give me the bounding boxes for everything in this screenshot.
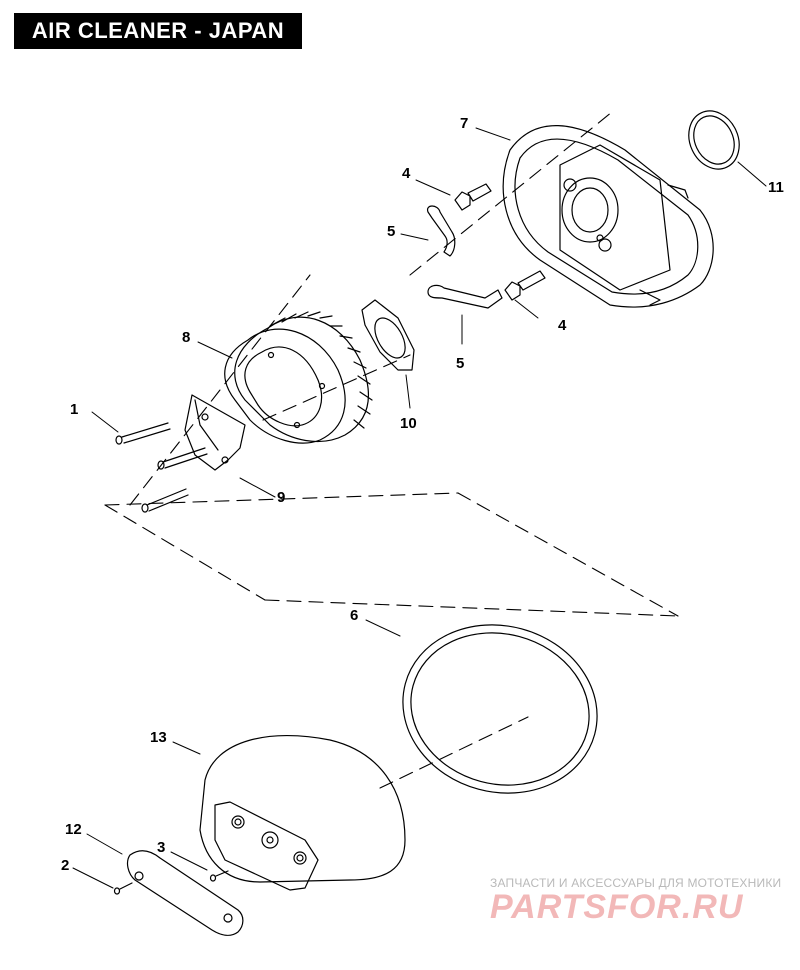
part-1-screw-bottom xyxy=(141,488,189,513)
callout-5-lower: 5 xyxy=(456,355,464,372)
part-7-backplate xyxy=(502,125,714,308)
part-13-cover xyxy=(199,734,406,891)
part-6-seal-ring xyxy=(402,624,598,794)
part-9-bracket xyxy=(184,394,246,471)
callout-2: 2 xyxy=(61,857,69,874)
diagram-title: AIR CLEANER - JAPAN xyxy=(14,13,302,49)
callout-leader-lines xyxy=(72,127,767,889)
part-1-screw-top xyxy=(115,422,171,445)
part-11-ring xyxy=(688,110,740,170)
callout-5-upper: 5 xyxy=(387,223,395,240)
part-10-gasket xyxy=(361,299,415,371)
part-8-filter-element xyxy=(224,311,373,444)
callout-10: 10 xyxy=(400,415,417,432)
part-2-screw xyxy=(113,882,133,895)
callout-7: 7 xyxy=(460,115,468,132)
watermark-subtitle: ЗАПЧАСТИ И АКСЕССУАРЫ ДЛЯ МОТОТЕХНИКИ xyxy=(490,876,782,890)
assembly-guide-lines xyxy=(104,111,679,789)
callout-6: 6 xyxy=(350,607,358,624)
diagram-title-text: AIR CLEANER - JAPAN xyxy=(31,18,285,43)
part-5-hose-lower xyxy=(427,284,503,309)
part-4-breather-bolt-upper xyxy=(454,183,492,211)
callout-4-lower: 4 xyxy=(558,317,567,334)
callout-1: 1 xyxy=(70,401,78,418)
callout-4-upper: 4 xyxy=(402,165,411,182)
part-3-screw xyxy=(209,870,229,882)
callout-numbers: 1 2 3 4 4 5 5 6 7 8 9 10 11 12 13 xyxy=(61,115,784,874)
callout-11: 11 xyxy=(768,179,784,196)
part-1-screw-middle xyxy=(157,447,208,470)
part-12-badge xyxy=(126,850,244,936)
part-5-hose-upper xyxy=(426,205,456,257)
watermark-logo: PARTSFOR.RU xyxy=(490,888,744,926)
part-4-breather-bolt-lower xyxy=(504,270,546,301)
callout-13: 13 xyxy=(150,729,167,746)
callout-12: 12 xyxy=(65,821,82,838)
callout-8: 8 xyxy=(182,329,190,346)
callout-3: 3 xyxy=(157,839,165,856)
callout-9: 9 xyxy=(277,489,285,506)
